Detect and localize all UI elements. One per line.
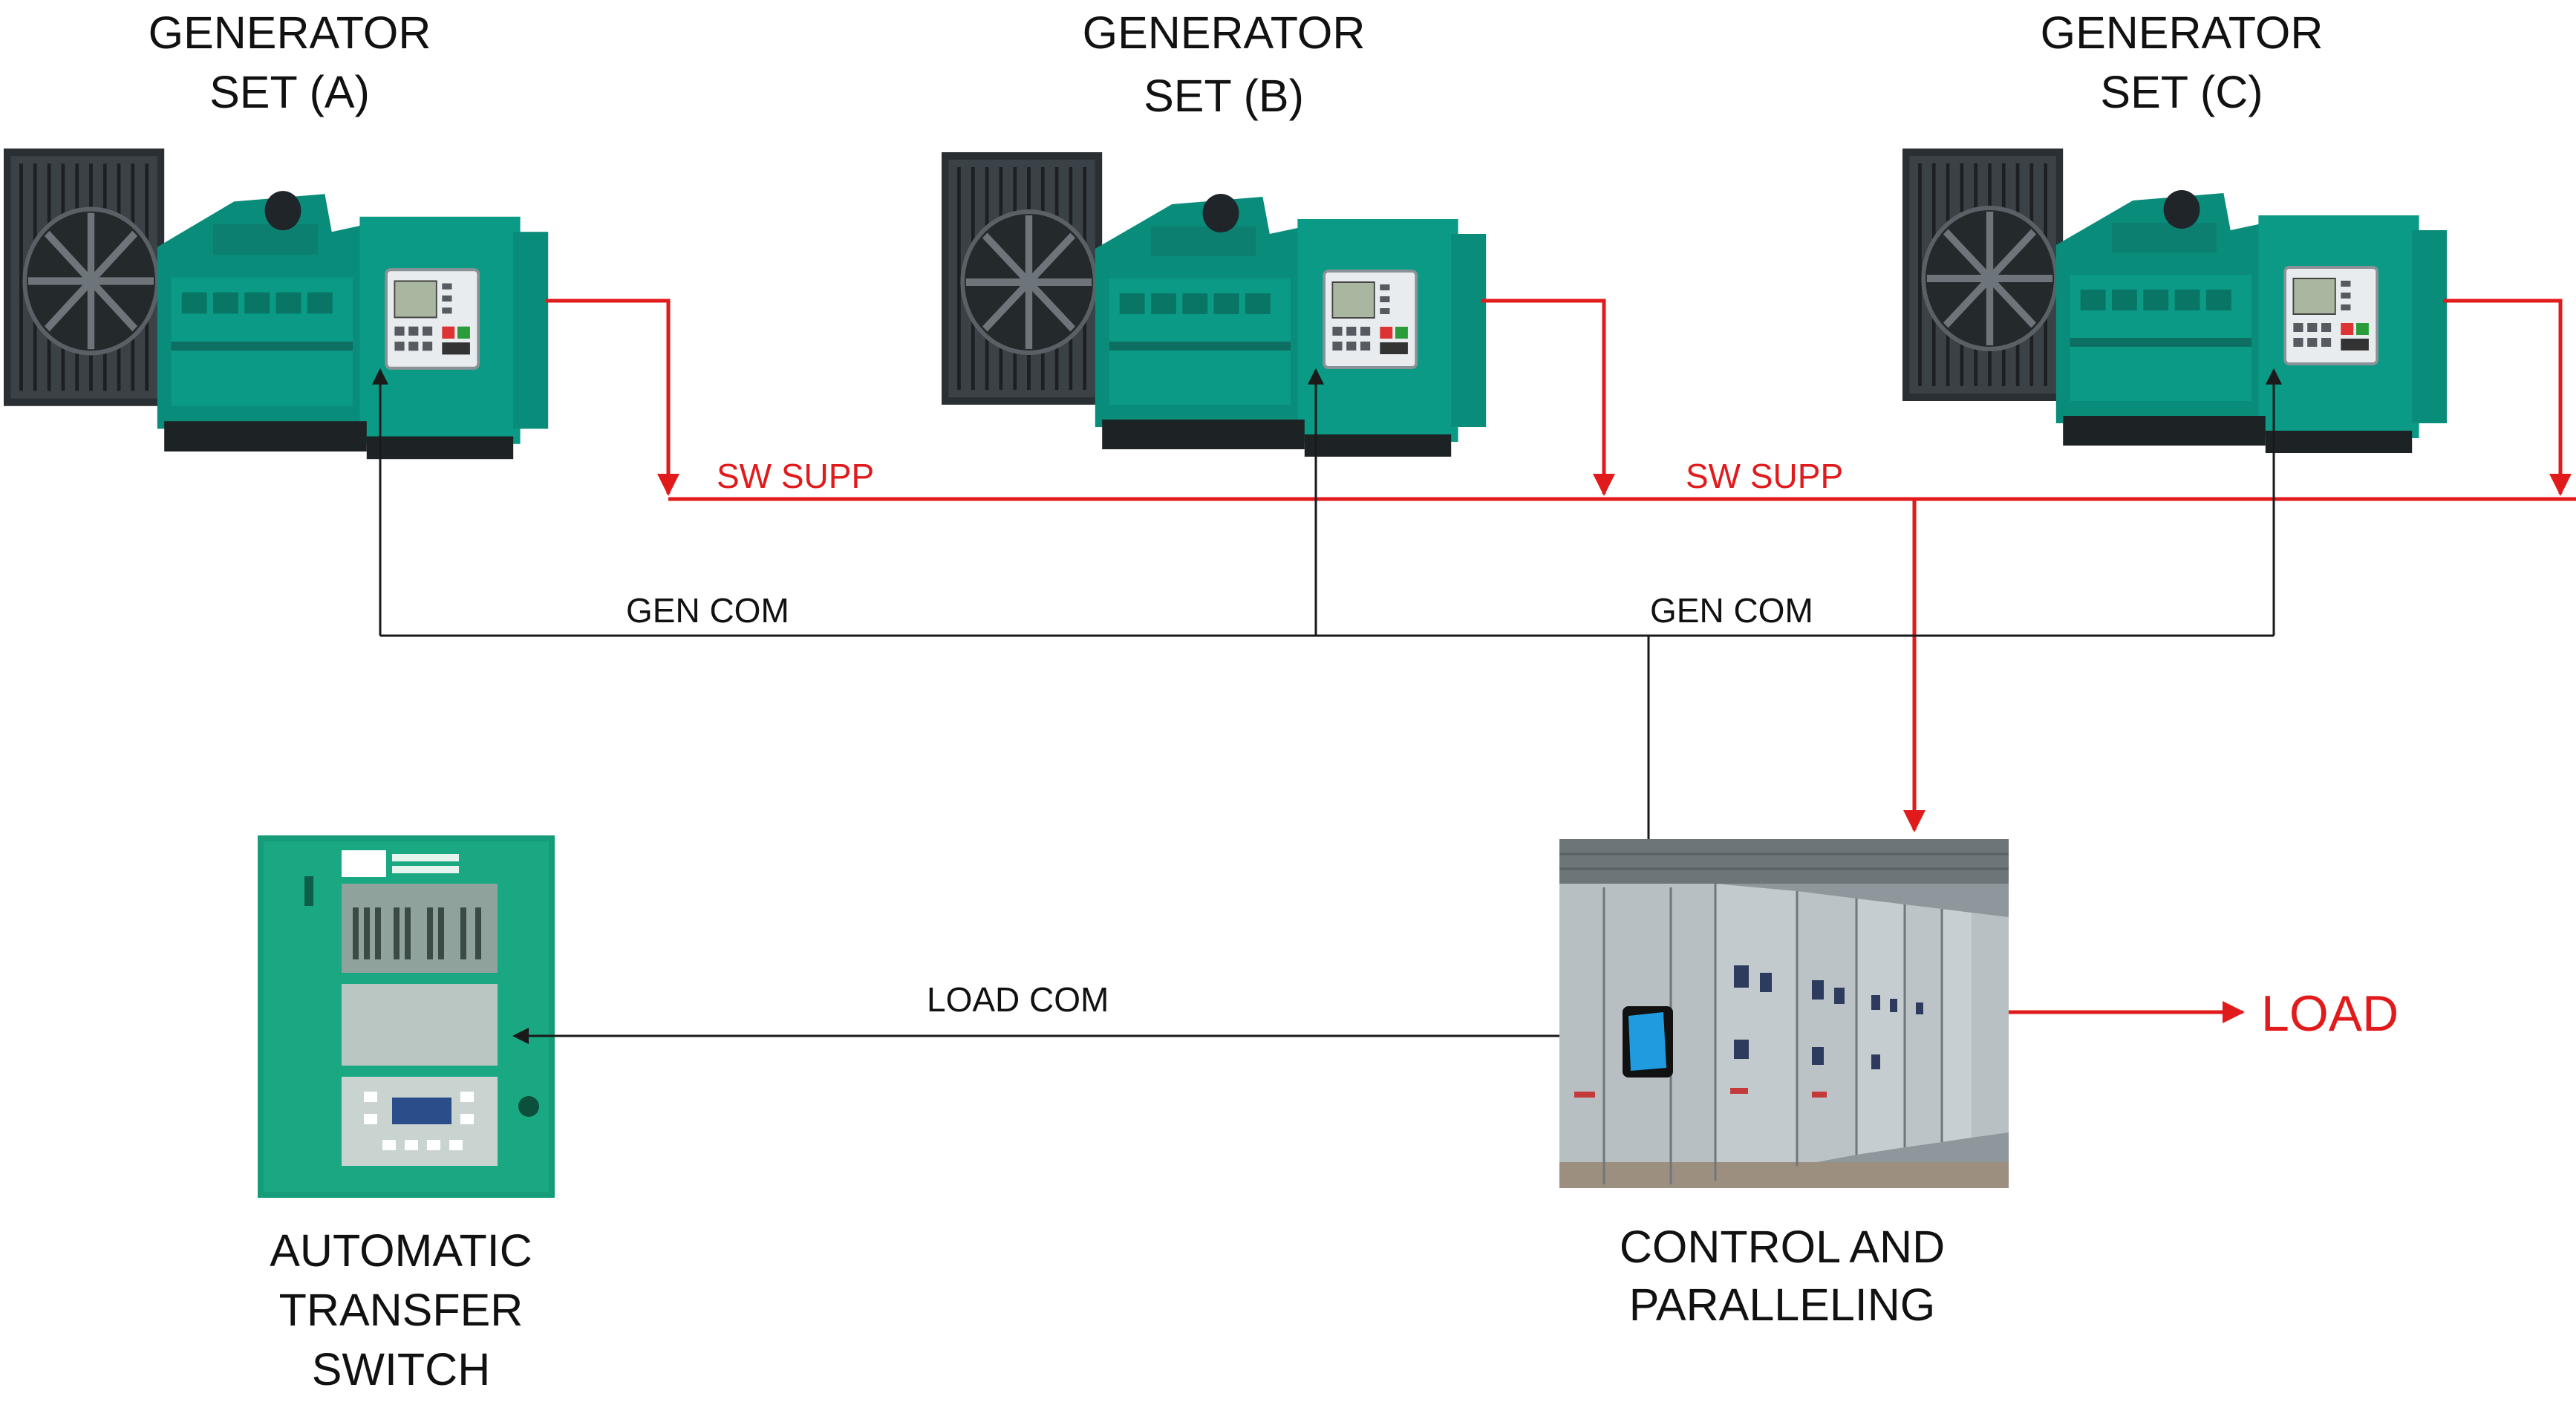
gen-com-label-right: GEN COM <box>1650 591 1813 630</box>
generator-a-title: GENERATOR SET (A) <box>149 7 431 117</box>
generator-b-image <box>942 152 1486 457</box>
sw-supp-label-left: SW SUPP <box>717 457 874 495</box>
generator-a-image <box>4 149 548 459</box>
ats-image <box>258 835 555 1198</box>
generator-b-title-line2: SET (B) <box>1144 71 1304 121</box>
power-line-gen-a <box>546 299 679 496</box>
generator-c-title-line1: GENERATOR <box>2041 7 2324 58</box>
paralleling-title-line2: PARALLELING <box>1629 1279 1936 1330</box>
ats-title-line3: SWITCH <box>312 1344 491 1395</box>
power-line-gen-c <box>2443 299 2572 496</box>
paralleling-title-line1: CONTROL AND <box>1620 1222 1945 1272</box>
generator-c-title: GENERATOR SET (C) <box>2041 7 2324 117</box>
load-label: LOAD <box>2261 985 2399 1042</box>
power-line-gen-b <box>1481 299 1615 496</box>
sw-supp-label-right: SW SUPP <box>1686 457 1843 495</box>
paralleling-switchgear-image <box>1559 839 2009 1188</box>
ats-title-line2: TRANSFER <box>279 1285 524 1335</box>
generator-c-image <box>1902 149 2447 453</box>
load-com-label: LOAD COM <box>927 980 1109 1019</box>
generator-b-title-line1: GENERATOR <box>1083 7 1366 58</box>
generator-a-title-line2: SET (A) <box>209 67 370 117</box>
generator-b-title: GENERATOR SET (B) <box>1083 7 1366 121</box>
gen-com-label-left: GEN COM <box>626 591 789 630</box>
generator-c-title-line2: SET (C) <box>2100 67 2263 117</box>
generator-a-title-line1: GENERATOR <box>149 7 431 58</box>
ats-title-line1: AUTOMATIC <box>270 1225 532 1276</box>
